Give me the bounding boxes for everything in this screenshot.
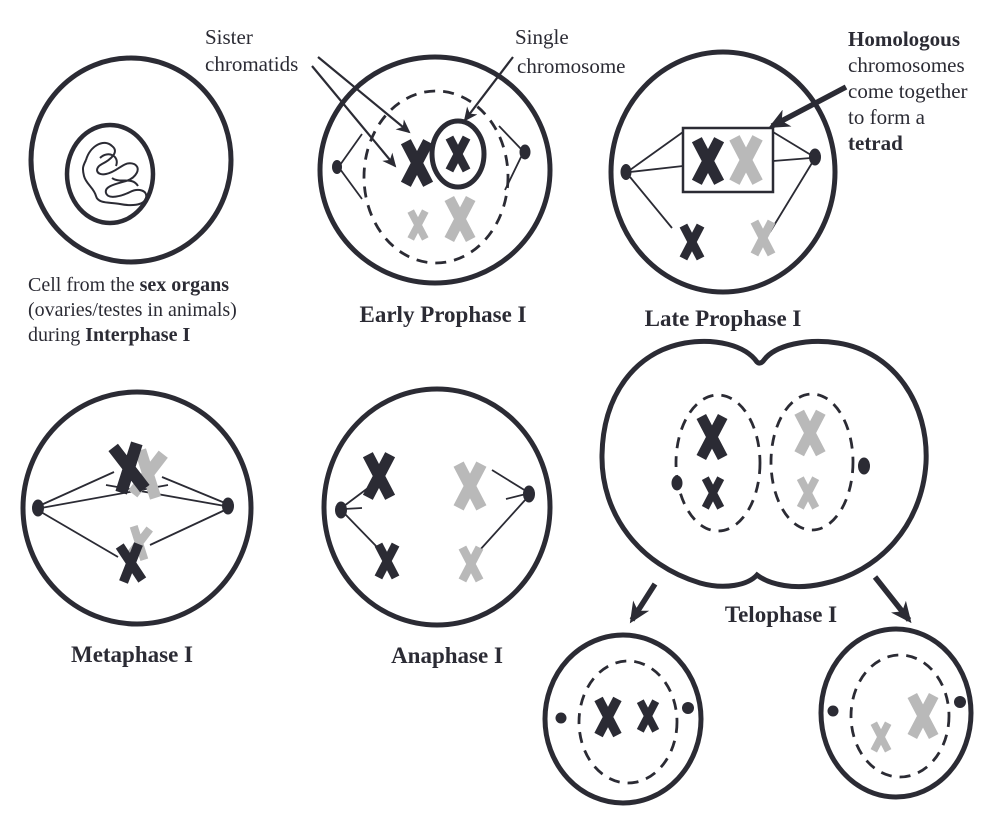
single-chromosome-label-line1: Single (515, 25, 569, 49)
spindle-fibers (478, 469, 527, 552)
cell-membrane (818, 626, 974, 800)
nuclear-envelope-dashed (849, 653, 951, 779)
nuclear-envelope-dashed (362, 89, 510, 265)
interphase-cell (28, 55, 234, 265)
dark-chromosome (599, 699, 618, 735)
spindle-fibers (769, 131, 813, 233)
cell-membrane (20, 389, 254, 627)
nuclear-envelope-dashed (769, 392, 855, 532)
daughter-cell-left (542, 632, 704, 806)
spindle-fibers (343, 487, 378, 548)
dark-chromosome (640, 701, 655, 731)
spindle-pole (858, 457, 870, 475)
spindle-pole (809, 148, 821, 166)
tetrad-arrow (768, 84, 848, 129)
spindle-pole (671, 475, 683, 491)
late-prophase-label: Late Prophase I (645, 306, 802, 331)
dark-chromosome (368, 455, 390, 498)
homologous-label-line3: come together (848, 79, 968, 103)
spindle-pole (827, 705, 839, 717)
dark-chromosome (683, 226, 700, 259)
gray-chromosome (411, 211, 426, 239)
gray-chromosome (800, 478, 815, 508)
sister-chromatids-arrow (317, 56, 411, 134)
cell-membrane (542, 632, 704, 806)
sister-chromatids-label-line1: Sister (205, 25, 253, 49)
daughter-cell-arrow-left (629, 582, 658, 624)
spindle-pole (954, 696, 966, 708)
metaphase-cell (20, 389, 254, 627)
single-chromosome-label-line2: chromosome (517, 54, 625, 78)
telophase-label: Telophase I (725, 602, 837, 627)
cell-membrane (28, 55, 234, 265)
single-chromosome-arrow (463, 56, 514, 122)
dark-chromosome-circled (449, 138, 466, 171)
spindle-pole (682, 702, 694, 714)
spindle-fibers (498, 125, 523, 191)
spindle-pole (620, 164, 632, 180)
daughter-cell-right (818, 626, 974, 800)
homologous-label-line2: chromosomes (848, 53, 965, 77)
gray-chromosome (754, 222, 771, 255)
tetrad-box (681, 126, 775, 194)
anaphase-label: Anaphase I (391, 643, 503, 668)
gray-chromosome (449, 198, 470, 239)
nuclear-envelope-dashed (577, 659, 679, 785)
spindle-fibers (339, 133, 363, 200)
spindle-pole (555, 712, 567, 724)
homologous-label-line4: to form a (848, 105, 926, 129)
spindle-fibers (629, 131, 684, 229)
spindle-pole (523, 485, 535, 503)
late-prophase-cell (608, 49, 838, 295)
dark-chromosome (406, 142, 428, 185)
cell-membrane (321, 386, 553, 628)
spindle-pole (332, 160, 342, 174)
sister-chromatids-label-line2: chromatids (205, 52, 298, 76)
homologous-label-line5: tetrad (848, 131, 903, 155)
nuclear-envelope (64, 122, 156, 226)
early-prophase-label: Early Prophase I (360, 302, 527, 327)
telophase-cell (599, 338, 929, 590)
dark-chromosome (701, 416, 722, 457)
metaphase-label: Metaphase I (71, 642, 193, 667)
early-prophase-cell (317, 54, 553, 286)
gray-chromosome (912, 695, 933, 736)
dark-chromosome (697, 140, 719, 183)
homologous-label-line1: Homologous (848, 27, 960, 51)
gray-chromosome (799, 412, 821, 453)
anaphase-cell (321, 386, 553, 628)
cell-membrane (317, 54, 553, 286)
interphase-caption-line1: Cell from the sex organs (28, 274, 229, 296)
interphase-caption-line3: during Interphase I (28, 324, 190, 346)
gray-chromosome (734, 138, 757, 182)
single-chromosome-circle (429, 118, 487, 190)
sister-chromatids-arrow (311, 65, 397, 168)
dividing-cell-membrane (599, 338, 929, 590)
chromatin-squiggle (81, 141, 148, 207)
gray-chromosome (874, 723, 888, 751)
dark-chromosome (705, 478, 720, 508)
nuclear-envelope-dashed (674, 393, 762, 533)
cell-membrane (608, 49, 838, 295)
daughter-cell-arrow-right (872, 575, 912, 624)
gray-chromosome (459, 464, 482, 508)
gray-chromosome (462, 548, 479, 581)
dark-chromosome (378, 545, 395, 578)
interphase-caption-line2: (ovaries/testes in animals) (28, 299, 237, 321)
